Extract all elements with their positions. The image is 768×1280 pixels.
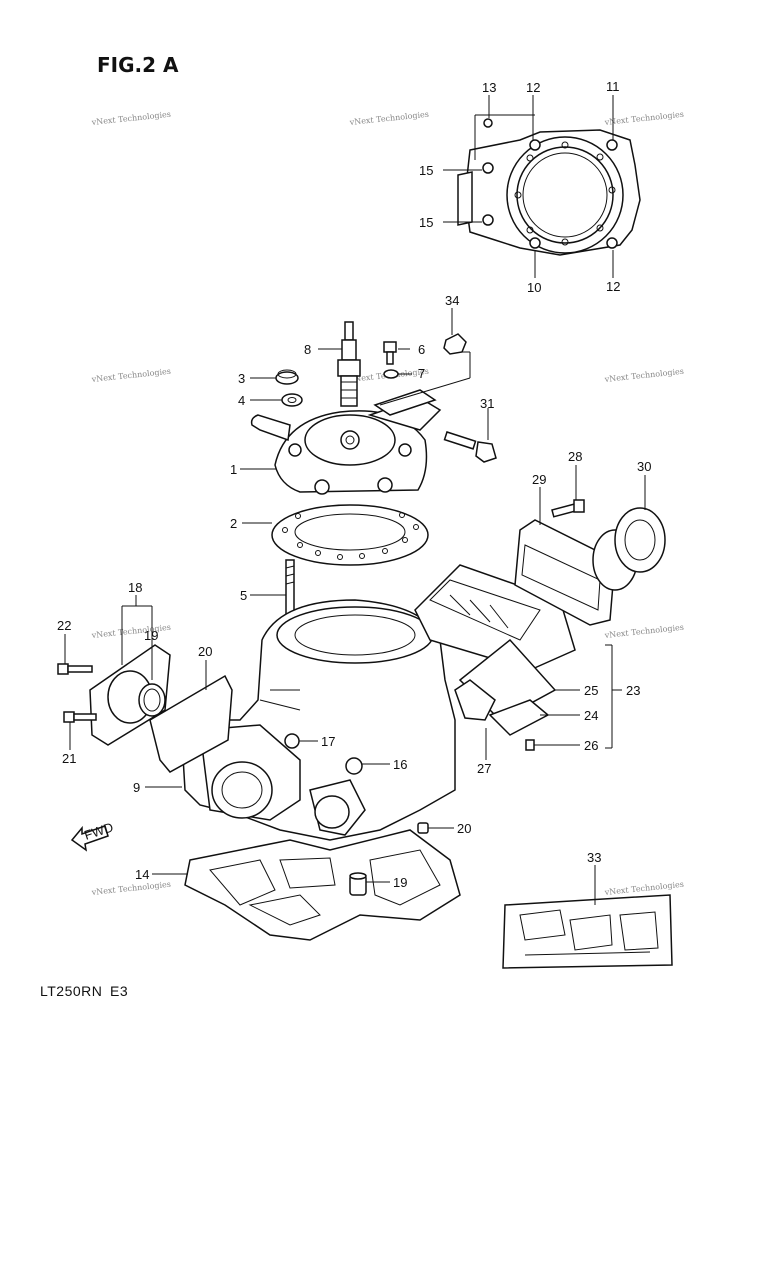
watermark: vNext Technologies [90, 367, 171, 384]
callout: 12 [606, 279, 620, 294]
washer-7 [383, 369, 399, 379]
callout: 4 [238, 393, 245, 408]
spark-plug [337, 321, 361, 407]
gasket-set [502, 894, 673, 969]
bolt-23 [63, 711, 97, 723]
callout-labels: 13 12 11 15 15 10 12 34 8 6 7 3 4 31 1 2… [57, 79, 651, 890]
callout: 18 [128, 580, 142, 595]
bolt-30 [551, 499, 585, 518]
dowel-16 [349, 872, 367, 896]
exhaust-gasket-22 [149, 674, 233, 773]
model-name: LT250RN [40, 983, 102, 999]
callout: 21 [62, 751, 76, 766]
screw-28 [525, 739, 535, 751]
callout: 27 [477, 761, 491, 776]
cylinder-top-view [457, 118, 641, 256]
watermark: vNext Technologies [348, 110, 429, 127]
watermark: vNext Technologies [90, 110, 171, 127]
head-gasket [271, 504, 429, 566]
callout: 26 [584, 738, 598, 753]
callout: 5 [240, 588, 247, 603]
base-gasket [184, 829, 461, 941]
callout: 31 [480, 396, 494, 411]
reed-block-29 [454, 679, 496, 721]
callout: 24 [584, 708, 598, 723]
region-code: E3 [110, 983, 128, 999]
callout: 30 [637, 459, 651, 474]
watermark: vNext Technologies [603, 110, 684, 127]
callout: 28 [568, 449, 582, 464]
callout: 23 [626, 683, 640, 698]
callout: 29 [532, 472, 546, 487]
figure-title: FIG.2 A [97, 53, 179, 77]
exhaust-flange [89, 644, 171, 746]
callout: 17 [321, 734, 335, 749]
nut-34 [443, 333, 467, 355]
callout: 25 [584, 683, 598, 698]
watermark: vNext Technologies [603, 880, 684, 897]
callout: 11 [606, 79, 620, 94]
callout: 7 [418, 366, 425, 381]
callout: 14 [135, 867, 149, 882]
callout: 12 [526, 80, 540, 95]
callout: 33 [587, 850, 601, 865]
intake-pipe [514, 507, 666, 626]
callout: 15 [419, 215, 433, 230]
callout: 10 [527, 280, 541, 295]
watermark: vNext Technologies [90, 623, 171, 640]
bolt-24 [57, 663, 93, 675]
callout: 2 [230, 516, 237, 531]
callout: 6 [418, 342, 425, 357]
watermark: vNext Technologies [603, 623, 684, 640]
watermark: vNext Technologies [90, 880, 171, 897]
callout: 19 [393, 875, 407, 890]
callout: 22 [57, 618, 71, 633]
callout: 13 [482, 80, 496, 95]
callout: 1 [230, 462, 237, 477]
fwd-arrow: FWD [70, 819, 115, 852]
callout: 3 [238, 371, 245, 386]
callout: 16 [393, 757, 407, 772]
callout: 20 [198, 644, 212, 659]
leader-lines [64, 95, 646, 905]
callout: 8 [304, 342, 311, 357]
callout: 15 [419, 163, 433, 178]
bolt-33 [443, 431, 497, 463]
callout: 34 [445, 293, 459, 308]
bolt-6 [383, 341, 397, 365]
washer-4 [281, 393, 303, 407]
callout: 19 [144, 628, 158, 643]
model-code: LT250RN E3 [40, 983, 128, 999]
callout: 20 [457, 821, 471, 836]
cylinder [181, 599, 456, 841]
dowel-17 [417, 822, 429, 834]
nut-3 [275, 369, 299, 385]
callout: 9 [133, 780, 140, 795]
cylinder-head [250, 389, 442, 495]
watermark: vNext Technologies [603, 367, 684, 384]
